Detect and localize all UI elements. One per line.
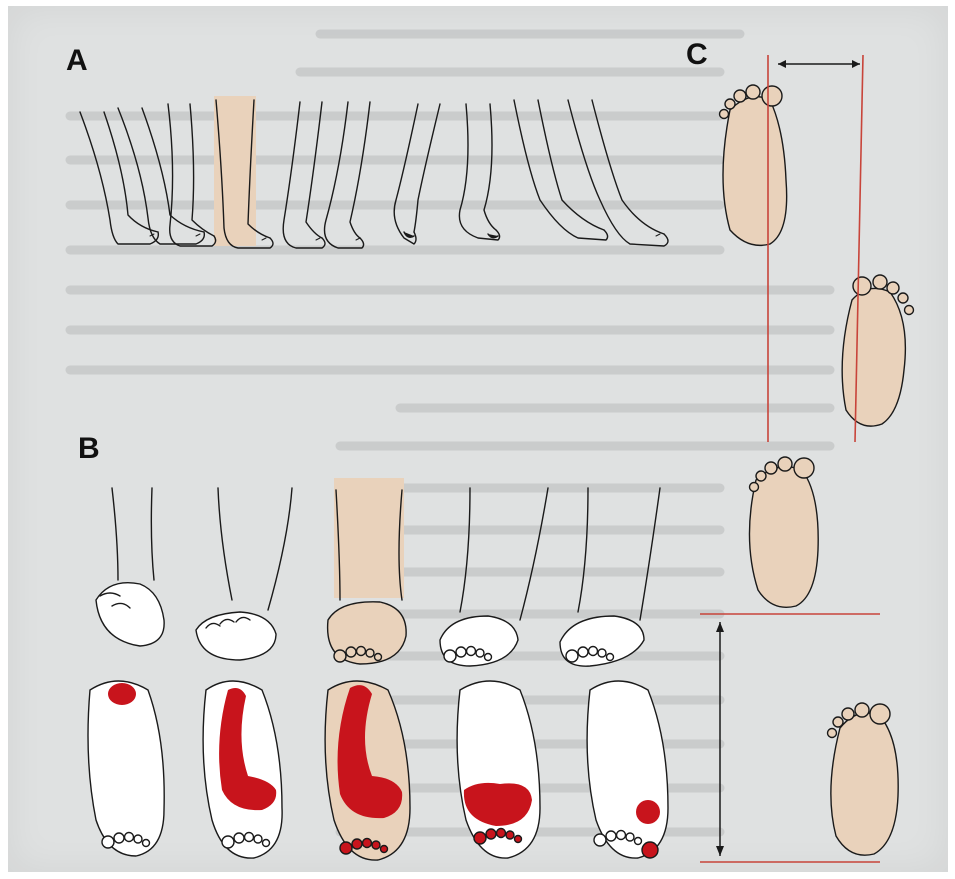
footprint-4 <box>828 703 899 855</box>
panel-c-foot-alignment <box>700 55 914 862</box>
contact-foot-5 <box>560 488 660 666</box>
contact-foot-1 <box>96 488 164 646</box>
panel-label-a: A <box>66 44 88 78</box>
highlighted-contact-foot <box>334 478 404 598</box>
panel-b-foot-contact <box>88 478 668 860</box>
bleed-through-text <box>70 34 830 832</box>
contact-foot-2 <box>196 488 292 660</box>
pressure-sole-2 <box>203 681 282 858</box>
footprint-2 <box>842 275 913 426</box>
pressure-sole-1 <box>88 681 164 856</box>
footprint-1 <box>720 85 787 245</box>
footprint-3 <box>749 457 818 607</box>
pressure-area-heel <box>108 683 136 705</box>
pressure-area-hallux <box>636 800 660 824</box>
pressure-area-toe <box>642 842 658 858</box>
panel-label-b: B <box>78 432 100 466</box>
panel-label-c: C <box>686 38 708 72</box>
contact-foot-4 <box>440 488 548 666</box>
